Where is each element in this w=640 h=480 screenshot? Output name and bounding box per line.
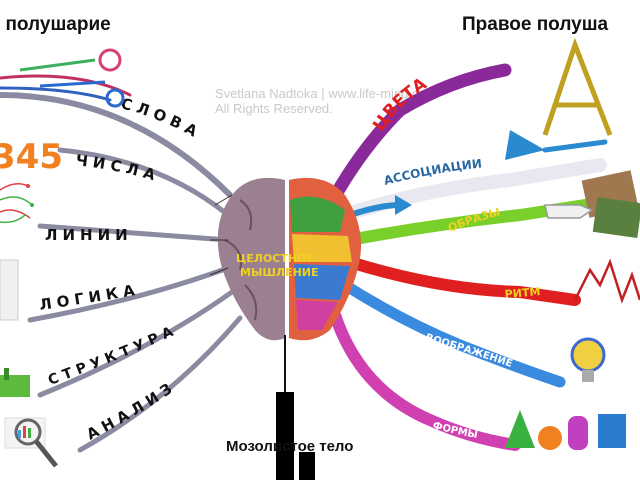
label-chisla: ЧИСЛА <box>75 151 162 185</box>
lines-icon <box>0 183 34 224</box>
corpus-callosum-pointer <box>276 335 315 480</box>
label-linii: ЛИНИИ <box>45 226 133 244</box>
3d-shapes-icon <box>505 410 626 450</box>
svg-text:345: 345 <box>0 137 63 177</box>
label-struktura: СТРУКТУРА <box>46 322 180 389</box>
label-analiz: АНАЛИЗ <box>84 377 180 444</box>
right-hemisphere-title: Правое полуша <box>462 14 609 35</box>
brain: ЦЕЛОСТНОЕ МЫШЛЕНИЕ <box>217 177 362 341</box>
center-label-line-2: МЫШЛЕНИЕ <box>240 266 319 279</box>
numbers-icon: 345 <box>0 137 63 177</box>
branch-tsveta <box>323 63 512 212</box>
label-formy: ФОРМЫ <box>431 420 478 441</box>
branch-obrazy <box>344 199 591 246</box>
arrow-key-icon <box>19 48 125 108</box>
light-bulb-icon <box>570 337 606 382</box>
brain-connectors <box>209 194 233 276</box>
watermark-line-1: Svetlana Nadtoka | www.life-mind.com <box>215 86 437 101</box>
left-hemisphere <box>217 177 285 341</box>
chain-letter-a-icon <box>542 37 613 136</box>
structure-icon <box>0 368 30 397</box>
label-slova: СЛОВА <box>119 94 205 142</box>
watermark: Svetlana Nadtoka | www.life-mind.com All… <box>215 86 545 116</box>
branch-linii <box>37 223 231 243</box>
label-obrazy: ОБРАЗЫ <box>446 206 501 235</box>
branch-voobrazhenie <box>339 279 566 388</box>
photo-stack-icon <box>581 170 640 239</box>
watermark-line-2: All Rights Reserved. <box>215 101 333 116</box>
branch-analiz <box>77 315 243 453</box>
center-label-line-1: ЦЕЛОСТНОЕ <box>236 252 314 265</box>
label-voobrazhenie: ВООБРАЖЕНИЕ <box>424 332 514 370</box>
right-branches <box>323 63 608 451</box>
rhythm-wave-icon <box>573 258 640 304</box>
pointing-hand-icon <box>544 204 594 219</box>
logic-icon <box>0 259 19 321</box>
branch-formy <box>329 309 521 451</box>
branch-ritm <box>344 256 581 306</box>
left-icons: 345 <box>0 48 125 468</box>
right-icons <box>505 37 640 450</box>
branch-slova <box>0 92 233 198</box>
branch-chisla <box>57 147 231 218</box>
corpus-callosum-label: Мозолистое тело <box>226 438 354 455</box>
branch-logika <box>27 265 231 323</box>
analysis-icon <box>4 417 58 468</box>
label-ritm: РИТМ <box>504 285 541 301</box>
branch-struktura <box>37 289 235 398</box>
left-hemisphere-title: ое полушарие <box>0 14 111 35</box>
left-branches <box>0 74 243 453</box>
